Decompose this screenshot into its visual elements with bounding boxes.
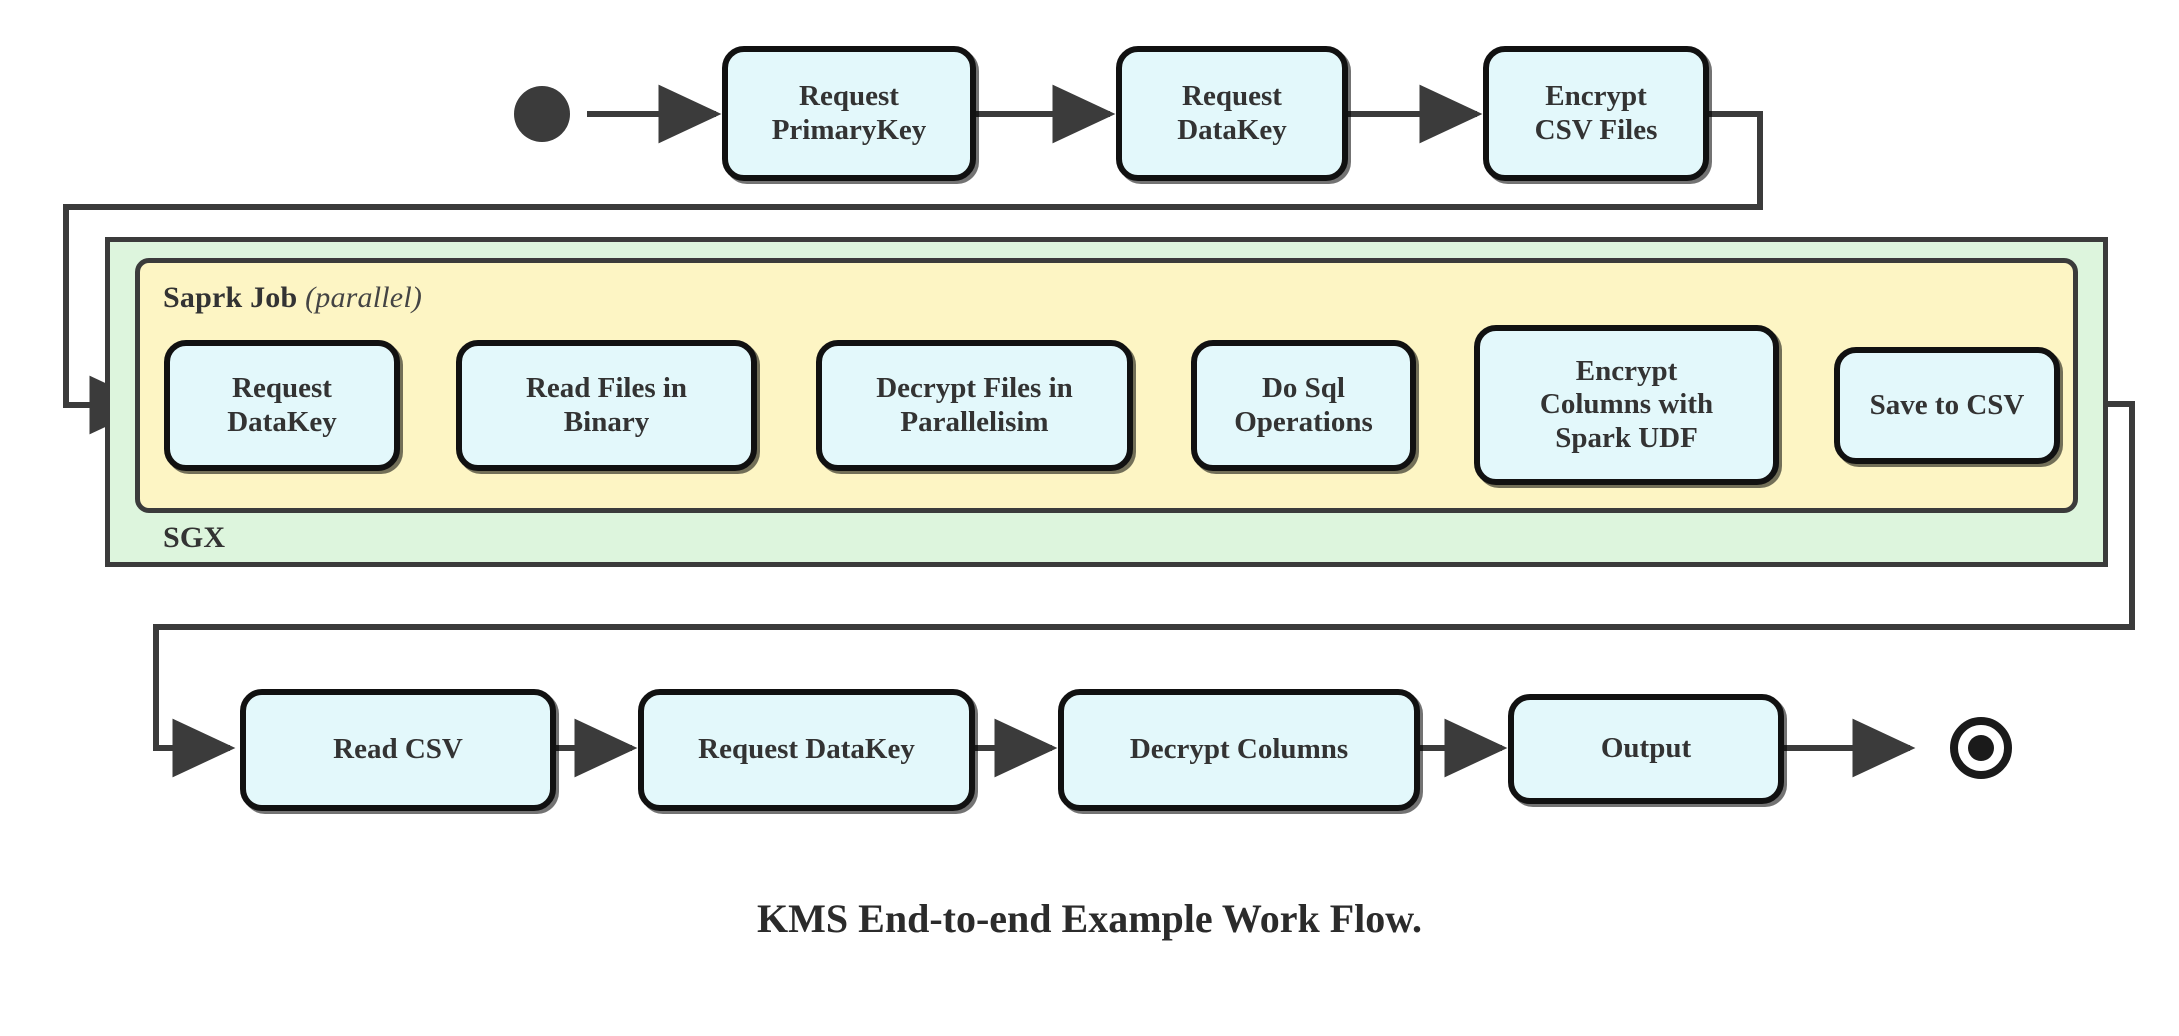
node-line: Request <box>799 79 899 112</box>
node-line: Save to CSV <box>1869 388 2025 421</box>
node-encrypt-csv-files[interactable]: Encrypt CSV Files <box>1483 46 1709 181</box>
node-request-datakey-bottom[interactable]: Request DataKey <box>638 689 975 811</box>
node-line: Read CSV <box>333 733 463 766</box>
node-line: Request <box>1182 79 1282 112</box>
end-event-core <box>1968 735 1994 761</box>
node-do-sql-operations[interactable]: Do Sql Operations <box>1191 340 1416 471</box>
spark-job-label-parallel: (parallel) <box>305 281 423 314</box>
node-encrypt-columns-with-spark-udf[interactable]: Encrypt Columns with Spark UDF <box>1474 325 1779 485</box>
node-line: DataKey <box>1177 113 1287 146</box>
node-line: Columns with <box>1539 388 1714 421</box>
start-event <box>514 86 570 142</box>
node-read-csv[interactable]: Read CSV <box>240 689 556 811</box>
sgx-label: SGX <box>163 521 226 554</box>
spark-job-label-text: Saprk Job <box>163 281 298 314</box>
node-line: Do Sql <box>1261 371 1345 404</box>
end-event <box>1950 717 2012 779</box>
node-line: Read Files in <box>525 371 688 404</box>
node-request-datakey-spark[interactable]: Request DataKey <box>164 340 400 471</box>
node-output[interactable]: Output <box>1508 694 1784 804</box>
node-line: DataKey <box>227 405 337 438</box>
edge-encrypt-csv-to-spark-datakey <box>63 111 1763 435</box>
edge-save-csv-to-read-csv <box>153 401 2135 778</box>
node-line: Decrypt Columns <box>1129 733 1349 766</box>
node-request-primarykey[interactable]: Request PrimaryKey <box>722 46 976 181</box>
diagram-caption: KMS End-to-end Example Work Flow. <box>757 896 1422 941</box>
node-line: Output <box>1600 732 1692 765</box>
spark-job-label: Saprk Job (parallel) <box>163 281 422 315</box>
node-decrypt-files-in-parallelisim[interactable]: Decrypt Files in Parallelisim <box>816 340 1133 471</box>
node-line: Encrypt <box>1545 79 1647 112</box>
node-line: PrimaryKey <box>771 113 927 146</box>
node-line: Decrypt Files in <box>876 371 1073 404</box>
node-read-files-in-binary[interactable]: Read Files in Binary <box>456 340 757 471</box>
node-line: Parallelisim <box>900 405 1049 438</box>
node-line: Encrypt <box>1575 354 1678 387</box>
node-line: Spark UDF <box>1555 421 1698 454</box>
node-line: CSV Files <box>1534 113 1658 146</box>
node-decrypt-columns[interactable]: Decrypt Columns <box>1058 689 1420 811</box>
node-save-to-csv[interactable]: Save to CSV <box>1834 347 2060 464</box>
node-line: Binary <box>563 405 650 438</box>
node-line: Request DataKey <box>698 733 915 766</box>
node-line: Operations <box>1234 405 1373 438</box>
node-line: Request <box>232 371 332 404</box>
node-request-datakey-top[interactable]: Request DataKey <box>1116 46 1348 181</box>
